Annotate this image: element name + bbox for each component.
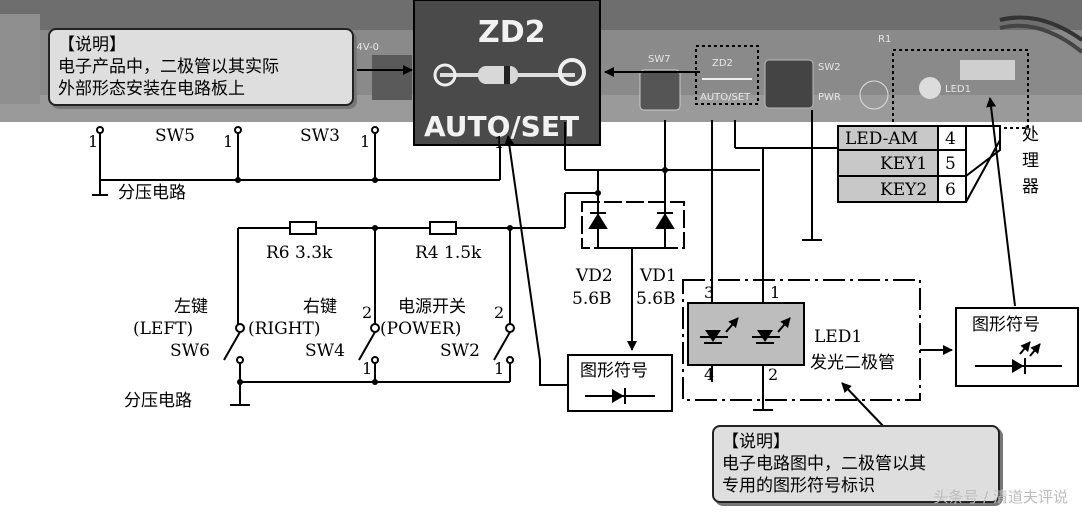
- watermark: 头条号 / 清道夫评说: [933, 488, 1068, 506]
- note-bottom: 【说明】 电子电路图中，二极管以其 专用的图形符号标识: [712, 425, 1000, 503]
- zd2-pin1-label: 1: [494, 133, 504, 152]
- led1-photo: [919, 77, 941, 99]
- sw4-pin2-label: 2: [362, 303, 372, 322]
- processor-char-2: 理: [1022, 151, 1039, 171]
- sw4-label: SW4: [305, 341, 345, 361]
- connector-pin5-label: 5: [945, 154, 956, 174]
- vd2-label: VD2: [575, 266, 613, 286]
- r4-label: R4 1.5k: [415, 243, 482, 263]
- symbol-box-2: 图形符号: [955, 307, 1079, 387]
- note-bottom-line2: 专用的图形符号标识: [722, 476, 875, 496]
- led1-component: [687, 285, 805, 411]
- sw5-pin1-label: 1: [88, 132, 98, 151]
- led1-pin3-label: 3: [704, 283, 714, 302]
- symbol-box-2-label: 图形符号: [972, 315, 1040, 335]
- connector-table: [837, 125, 1001, 203]
- sw2-pin2-label: 2: [494, 303, 504, 322]
- r1-pcb-label: R1: [878, 34, 891, 45]
- resistor-network: [237, 192, 598, 325]
- led1-region: [682, 279, 921, 401]
- vd1-value: 5.6B: [636, 289, 676, 309]
- processor-char-1: 处: [1022, 125, 1039, 145]
- sw3-left-pin1-label: 1: [223, 132, 233, 151]
- sw2-label: SW2: [440, 341, 480, 361]
- divider-top-label: 分压电路: [118, 183, 186, 203]
- small-auto-set-label: AUTO/SET: [700, 92, 751, 103]
- connector-pin4-label: 4: [945, 129, 956, 149]
- note-bottom-title: 【说明】: [722, 432, 790, 452]
- board-mark: 94V-0: [350, 42, 379, 53]
- led1-pcb-label: LED1: [945, 84, 971, 95]
- pwr-pcb-label: PWR: [818, 92, 841, 103]
- connector-key1-label: KEY1: [880, 154, 927, 174]
- small-zd2-label: ZD2: [712, 58, 733, 69]
- note-top-title: 【说明】: [58, 35, 126, 55]
- power-key-label: 电源开关: [398, 297, 466, 317]
- right-key-label: 右键: [303, 297, 337, 317]
- note-top: 【说明】 电子产品中，二极管以其实际 外部形态安装在电路板上: [48, 28, 354, 106]
- sw7-pcb-label: SW7: [648, 54, 671, 65]
- right-key-en-label: (RIGHT): [248, 319, 321, 339]
- sw3-button-photo: [372, 55, 412, 100]
- zd2-zoom-photo: ZD2 AUTO/SET: [413, 0, 601, 146]
- sw3-label: SW3: [300, 126, 340, 146]
- auto-set-photo-label: AUTO/SET: [424, 110, 579, 143]
- power-key-en-label: (POWER): [380, 319, 461, 339]
- sw2-button-photo: [764, 59, 814, 109]
- sw6-label: SW6: [170, 341, 210, 361]
- small-zd2-highlight: [695, 45, 759, 105]
- led1-pin4-label: 4: [704, 365, 714, 384]
- pcb-circle-mark: [859, 80, 889, 110]
- zd2-photo-label: ZD2: [478, 15, 546, 50]
- divider-bottom-label: 分压电路: [124, 391, 192, 411]
- led1-pin1-label: 1: [770, 283, 780, 302]
- left-key-en-label: (LEFT): [133, 319, 193, 339]
- sw2-pcb-label: SW2: [818, 62, 841, 73]
- note-top-line2: 外部形态安装在电路板上: [58, 79, 245, 99]
- sw3-pin1-label: 1: [360, 132, 370, 151]
- connector-key2-label: KEY2: [880, 180, 927, 200]
- connector-led-am-label: LED-AM: [845, 129, 918, 149]
- led-connector-highlight: [892, 49, 1029, 129]
- r6-label: R6 3.3k: [266, 243, 333, 263]
- sw5-label: SW5: [155, 126, 195, 146]
- vd2-value: 5.6B: [572, 289, 612, 309]
- connector-photo: [960, 60, 1015, 80]
- symbol-box-1-label: 图形符号: [580, 361, 648, 381]
- note-top-line1: 电子产品中，二极管以其实际: [58, 57, 279, 77]
- sw4-pin1-label: 1: [362, 359, 372, 378]
- led1-desc-label: 发光二极管: [810, 353, 895, 373]
- sw5-button-photo: [0, 14, 40, 104]
- sw2-pin1-label: 1: [494, 359, 504, 378]
- led1-label: LED1: [814, 327, 862, 347]
- symbol-box-1: 图形符号: [567, 354, 673, 412]
- vd1-label: VD1: [639, 266, 677, 286]
- led1-pin2-label: 2: [768, 365, 778, 384]
- zener-diodes: [581, 110, 840, 285]
- processor-char-3: 器: [1022, 177, 1039, 197]
- note-bottom-line1: 电子电路图中，二极管以其: [722, 454, 926, 474]
- left-key-label: 左键: [174, 297, 208, 317]
- connector-pin6-label: 6: [945, 180, 956, 200]
- sw7-button-photo: [639, 69, 681, 111]
